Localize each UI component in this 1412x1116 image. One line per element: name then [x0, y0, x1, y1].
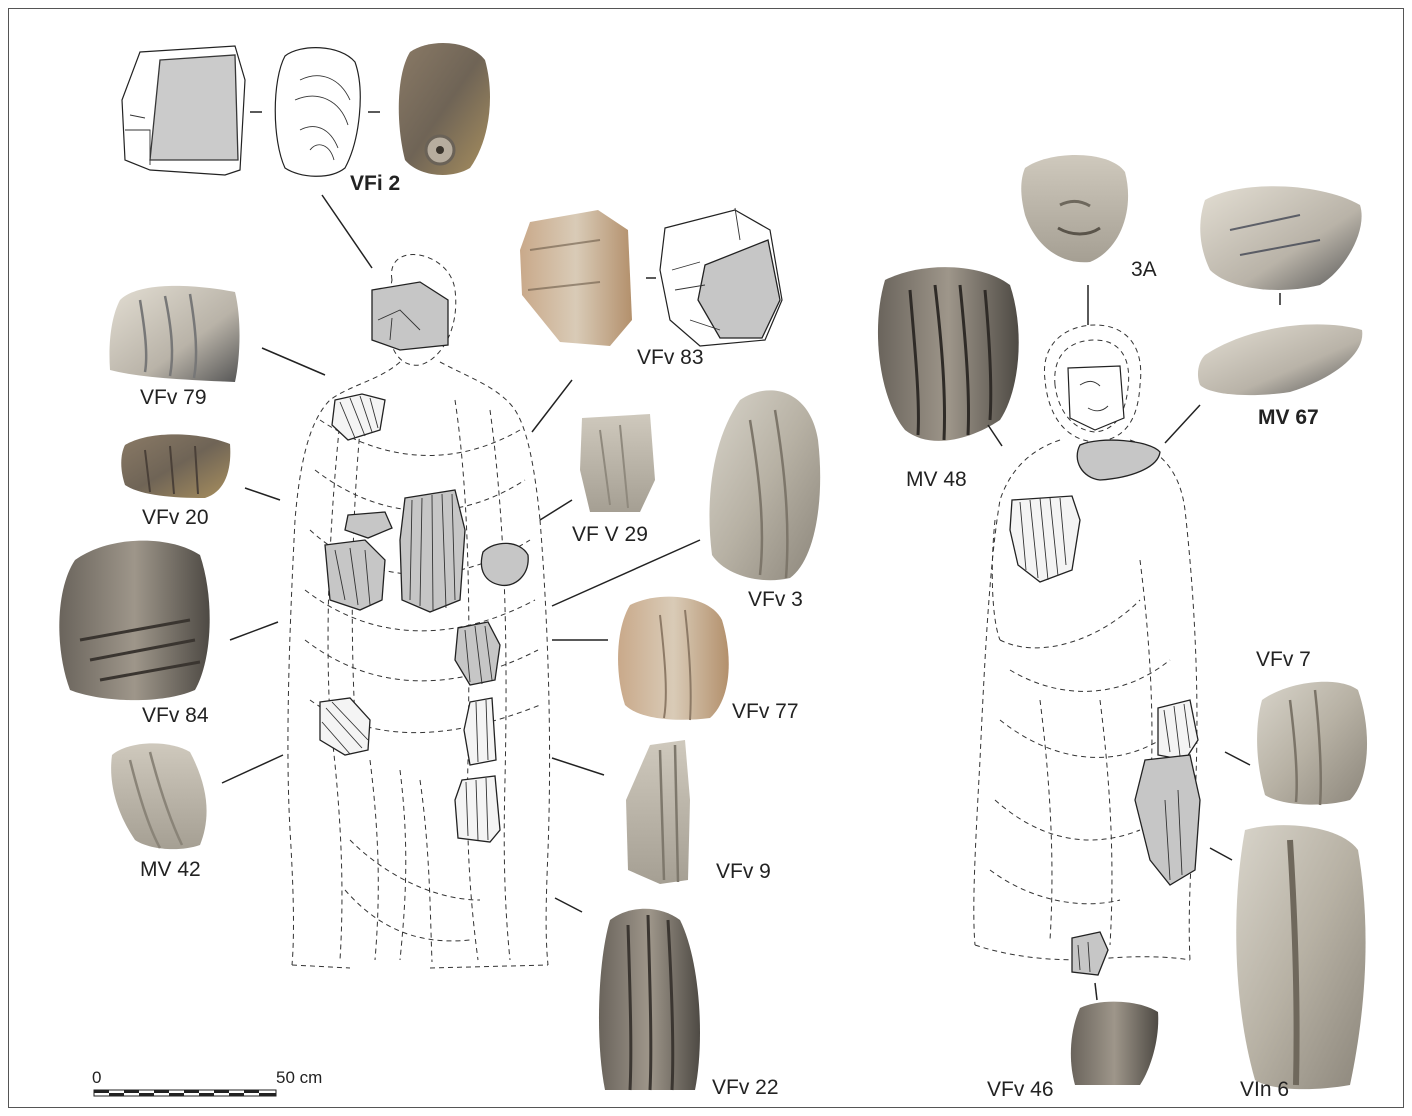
label-vfi2: VFi 2: [350, 172, 400, 196]
vfv22-photo: [599, 909, 700, 1090]
label-vln6: VIn 6: [1240, 1078, 1289, 1102]
mv42-photo: [111, 743, 206, 849]
label-3a: 3A: [1131, 258, 1157, 282]
vfv20-photo: [121, 434, 230, 498]
vfv29-photo: [580, 414, 655, 512]
right-statue-fragments: [1010, 366, 1200, 975]
vfv77-photo: [618, 597, 729, 720]
scale-start-label: 0: [92, 1068, 101, 1088]
vfi2-photo: [399, 43, 490, 175]
label-vfv84: VFv 84: [142, 704, 209, 728]
label-vfv77: VFv 77: [732, 700, 799, 724]
vfv83-drawing: [660, 208, 782, 346]
a3-face-photo: [1021, 155, 1128, 262]
label-vfv29: VF V 29: [572, 523, 648, 547]
label-vfv9: VFv 9: [716, 860, 771, 884]
vfv46-photo: [1071, 1002, 1158, 1085]
label-mv67: MV 67: [1258, 406, 1319, 430]
label-vfv3: VFv 3: [748, 588, 803, 612]
mv48-photo: [878, 267, 1019, 441]
left-statue-fragments: [320, 282, 528, 842]
vfv79-photo: [109, 286, 239, 382]
vfv84-photo: [59, 541, 209, 701]
vfv83-photo: [520, 210, 632, 346]
left-statue-outline: [288, 255, 550, 968]
label-mv42: MV 42: [140, 858, 201, 882]
vfv3-photo: [709, 390, 820, 580]
label-vfv79: VFv 79: [140, 386, 207, 410]
vfi2-drawing-side: [275, 48, 360, 177]
label-vfv22: VFv 22: [712, 1076, 779, 1100]
vfi2-drawing-front: [122, 46, 245, 175]
vfv9-photo: [626, 740, 690, 884]
vln6-photo: [1236, 825, 1365, 1089]
scale-end-label: 50 cm: [276, 1068, 322, 1088]
mv67-photo-top: [1200, 186, 1361, 290]
label-vfv83: VFv 83: [637, 346, 704, 370]
label-mv48: MV 48: [906, 468, 967, 492]
scale-bar: [94, 1090, 276, 1096]
label-vfv46: VFv 46: [987, 1078, 1054, 1102]
label-vfv7: VFv 7: [1256, 648, 1311, 672]
vfv7-photo: [1257, 682, 1367, 805]
mv67-photo-bottom: [1198, 324, 1362, 395]
label-vfv20: VFv 20: [142, 506, 209, 530]
